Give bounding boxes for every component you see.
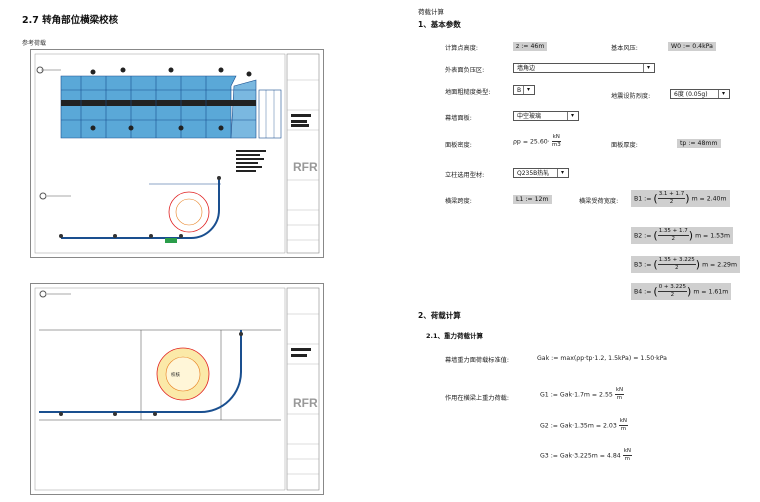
b1-rhs: m = 2.40m <box>691 195 727 203</box>
chevron-down-icon: ▾ <box>557 169 567 177</box>
g3-eq: G3 := Gak·3.225m = 4.84 <box>540 452 621 460</box>
b1-lhs: B1 := <box>634 195 652 203</box>
b4-rhs: m = 1.61m <box>693 288 729 296</box>
b2-den: 2 <box>671 236 675 242</box>
b2-rhs: m = 1.53m <box>695 232 731 240</box>
b4-den: 2 <box>670 292 675 298</box>
thick-value: tp := 48mm <box>677 139 721 148</box>
height-value: z := 46m <box>513 42 548 51</box>
section-title: 2.7 转角部位横梁校核 <box>22 15 119 26</box>
seismic-value: 6度 (0.05g) <box>674 91 708 98</box>
section-2-1-title: 2.1、重力荷载计算 <box>426 332 484 340</box>
drawing-2-svg: 校核 <box>34 287 320 491</box>
density-label: 面板密度: <box>445 142 472 149</box>
rough-select[interactable]: B ▾ <box>513 85 535 95</box>
rough-value: B <box>517 87 522 94</box>
section-2-title: 2、荷载计算 <box>418 311 461 320</box>
b4-lhs: B4 := <box>634 288 652 296</box>
g3-den: m <box>624 456 631 462</box>
chevron-down-icon: ▾ <box>643 64 653 72</box>
gravity-eq: Gak := max(ρp·tp·1.2, 1.5kPa) = 1.50·kPa <box>537 355 667 362</box>
rfr-stamp-2: RFR <box>293 396 318 410</box>
thick-label: 面板厚度: <box>611 142 638 149</box>
svg-text:校核: 校核 <box>171 371 180 378</box>
panel-label: 幕墙面板: <box>445 115 472 122</box>
beam-load-label: 作用在横梁上重力荷载: <box>445 395 509 402</box>
g3-num: kN <box>622 448 632 456</box>
density-value: ρp = 25.60· <box>513 138 550 146</box>
density-unit-den: m3 <box>551 142 561 148</box>
column-select[interactable]: Q235B热轧 ▾ <box>513 168 569 178</box>
b3-lhs: B3 := <box>634 261 652 269</box>
load-calc-header: 荷载计算 <box>418 8 444 16</box>
chevron-down-icon: ▾ <box>523 86 533 94</box>
g2-den: m <box>620 426 627 432</box>
g1-den: m <box>616 395 623 401</box>
gravity-label: 幕墙重力面荷载标准值: <box>445 357 509 364</box>
span-label: 横梁跨度: <box>445 198 472 205</box>
zone-value: 墙角边 <box>517 65 536 72</box>
g2-num: kN <box>618 418 629 426</box>
drawing-sheet-2: 校核 RFR <box>30 283 324 495</box>
span-value: L1 := 12m <box>513 195 552 204</box>
section-1-title: 1、基本参数 <box>418 20 461 29</box>
reference-label: 参考荷载 <box>22 40 47 47</box>
b4-num: 0 + 3.225 <box>657 284 688 292</box>
chevron-down-icon: ▾ <box>718 90 728 98</box>
wind-label: 基本风压: <box>611 45 638 52</box>
zone-select[interactable]: 墙角边 ▾ <box>513 63 655 73</box>
rfr-stamp: RFR <box>293 160 318 174</box>
zone-label: 外表面负压区: <box>445 67 485 74</box>
drawing-sheet-1: RFR <box>30 49 324 258</box>
chevron-down-icon: ▾ <box>567 112 577 120</box>
b3-den: 2 <box>674 265 679 271</box>
density-unit-num: kN <box>551 134 561 142</box>
panel-value: 中空玻璃 <box>517 113 542 120</box>
g2-eq: G2 := Gak·1.35m = 2.03 <box>540 422 617 430</box>
rough-label: 地面粗糙度类型: <box>445 89 491 96</box>
wind-value: W0 := 0.4kPa <box>668 42 716 51</box>
b1-den: 2 <box>669 199 674 205</box>
b2-num: 1.35 + 1.7 <box>657 228 689 236</box>
width-label: 横梁受荷宽度: <box>579 198 619 205</box>
panel-select[interactable]: 中空玻璃 ▾ <box>513 111 579 121</box>
seismic-label: 地震设防烈度: <box>611 93 651 100</box>
b1-num: 3.1 + 1.7 <box>657 191 686 199</box>
seismic-select[interactable]: 6度 (0.05g) ▾ <box>670 89 730 99</box>
b3-rhs: m = 2.29m <box>702 261 738 269</box>
b2-lhs: B2 := <box>634 232 652 240</box>
g1-num: kN <box>614 387 625 395</box>
b3-num: 1.35 + 3.225 <box>657 257 696 265</box>
height-label: 计算点高度: <box>445 45 479 52</box>
column-value: Q235B热轧 <box>517 170 550 177</box>
g1-eq: G1 := Gak·1.7m = 2.55 <box>540 391 613 399</box>
column-label: 立柱选用型材: <box>445 172 485 179</box>
drawing-1-svg <box>34 53 320 254</box>
